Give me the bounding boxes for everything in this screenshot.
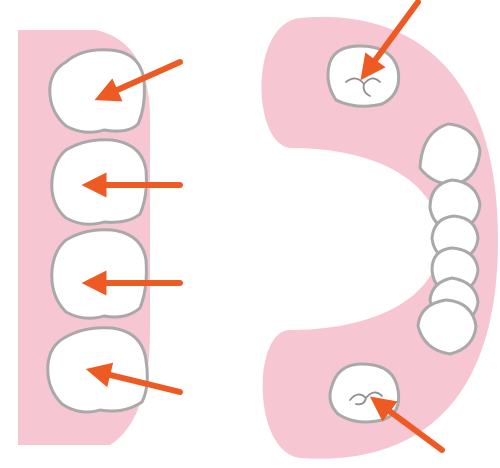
left-tooth-2 [52,140,147,225]
left-tooth-1 [50,50,145,133]
right-molar-top [328,46,399,106]
molar-top [328,46,399,106]
left-tooth-3 [52,230,147,319]
right-arch-teeth [418,124,480,354]
